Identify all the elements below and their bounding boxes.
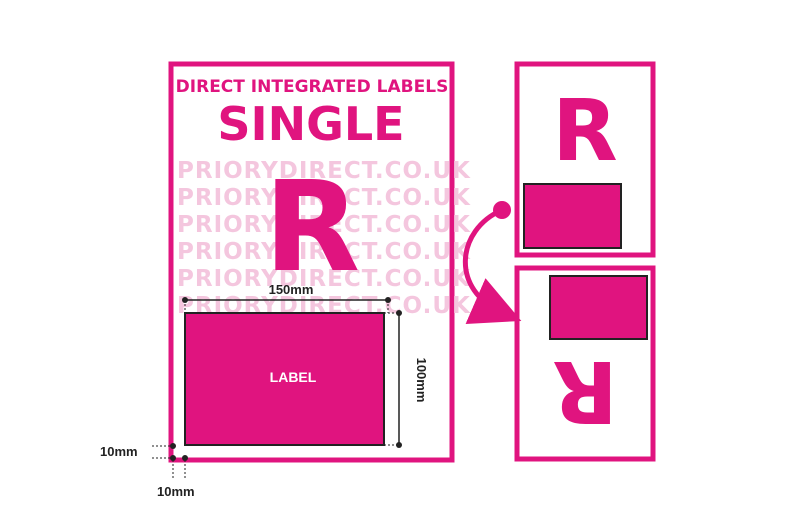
watermark-row-3: PRIORYDIRECT.CO.UK (177, 212, 471, 238)
card-upright-label (523, 183, 622, 249)
sheet-letter: R (264, 155, 360, 300)
watermark-row-2: PRIORYDIRECT.CO.UK (177, 185, 471, 211)
sheet-title: SINGLE (217, 97, 404, 151)
width-label: 150mm (269, 282, 314, 297)
margin-left-label: 10mm (100, 444, 138, 459)
height-dimension (384, 310, 402, 448)
height-label: 100mm (414, 358, 429, 403)
watermark-row-4: PRIORYDIRECT.CO.UK (177, 239, 471, 265)
label-block (184, 312, 385, 446)
rotate-arrow-icon (462, 201, 522, 324)
card-rotated-letter: R (552, 341, 617, 440)
margin-bottom-label: 10mm (157, 484, 195, 499)
watermark-row-1: PRIORYDIRECT.CO.UK (177, 158, 471, 184)
width-dimension (182, 297, 391, 313)
label-text: LABEL (270, 369, 317, 385)
card-upright-letter: R (552, 82, 617, 181)
watermark: PRIORYDIRECT.CO.UK PRIORYDIRECT.CO.UK PR… (177, 158, 471, 319)
card-rotated-label (549, 275, 648, 340)
sheet-subtitle: DIRECT INTEGRATED LABELS (176, 77, 449, 97)
margin-markers (152, 443, 188, 478)
watermark-row-5: PRIORYDIRECT.CO.UK (177, 266, 471, 292)
